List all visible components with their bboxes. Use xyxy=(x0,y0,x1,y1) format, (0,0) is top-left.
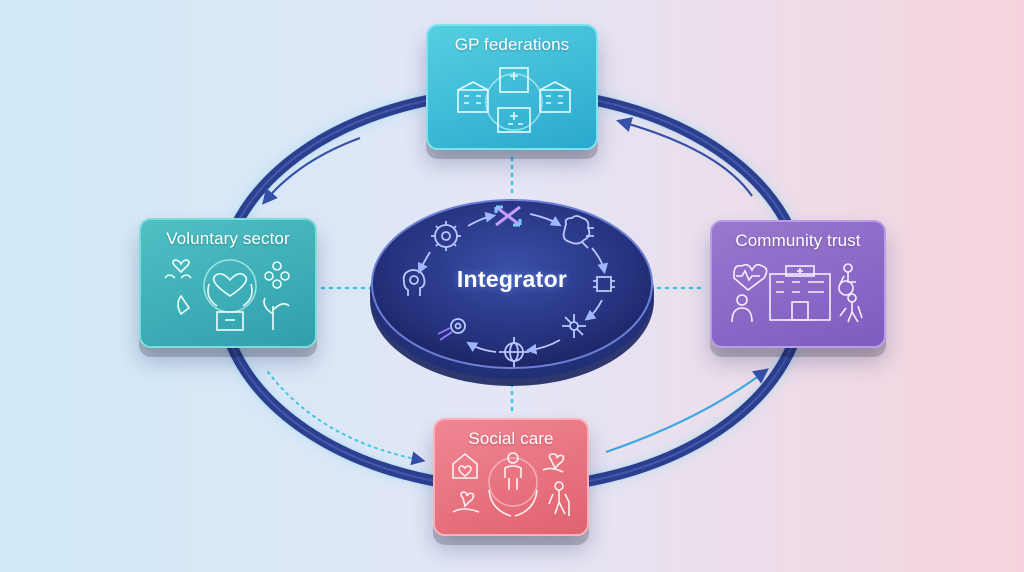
process-arrow-1 xyxy=(467,211,497,227)
node-gp-federations[interactable]: GP federations xyxy=(426,24,598,150)
network-arrows-icon xyxy=(494,205,522,227)
arrow-voluntary-to-social xyxy=(267,371,426,466)
node-gp-federations-label: GP federations xyxy=(454,35,570,54)
arrow-community-to-gp xyxy=(616,117,753,197)
node-social-care-label: Social care xyxy=(468,429,554,448)
arrow-gp-to-voluntary xyxy=(262,136,361,205)
node-community-trust-label: Community trust xyxy=(735,231,861,250)
gear-small-icon xyxy=(437,318,466,341)
process-arrow-7 xyxy=(418,251,431,274)
hospital-cluster-icon xyxy=(457,67,571,133)
process-arrow-4 xyxy=(584,299,603,321)
process-arrow-6 xyxy=(466,341,497,353)
arrow-social-to-community xyxy=(605,368,769,454)
node-social-care[interactable]: Social care xyxy=(433,418,589,536)
caring-hands-icon xyxy=(452,452,570,517)
node-voluntary-sector[interactable]: Voluntary sector xyxy=(139,218,317,348)
head-gears-icon xyxy=(402,269,426,296)
integrator-disc xyxy=(370,199,654,386)
brain-circuit-icon xyxy=(562,215,594,249)
integrator-process-loop xyxy=(402,205,615,367)
process-arrow-5 xyxy=(525,339,561,355)
node-voluntary-sector-label: Voluntary sector xyxy=(166,229,290,248)
integrator-label: Integrator xyxy=(456,266,568,292)
community-hospital-icon xyxy=(731,263,863,323)
process-arrow-2 xyxy=(529,213,562,227)
network-node-icon xyxy=(562,314,586,338)
charity-hands-icon xyxy=(164,259,290,331)
dotted-links xyxy=(320,156,708,418)
chip-icon xyxy=(593,276,615,292)
flow-arrows xyxy=(262,117,769,454)
gear-icon xyxy=(431,221,461,251)
node-community-trust[interactable]: Community trust xyxy=(710,220,886,348)
process-arrow-3 xyxy=(591,247,609,275)
